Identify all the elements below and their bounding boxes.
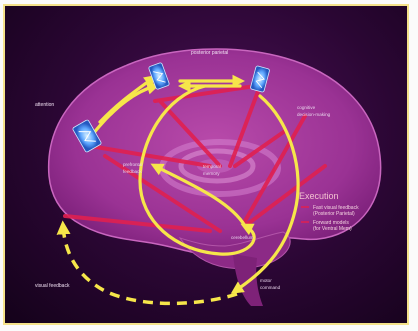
label-temporal-line1: temporal [203, 164, 221, 169]
label-prefrontal-line2: feedback [123, 169, 142, 174]
brain-diagram: attention posterior parietal cognitive d… [5, 6, 409, 325]
legend-item1-line2: (Posterior Parietal) [313, 211, 355, 217]
label-attention: attention [35, 102, 54, 108]
label-visual-feedback: visual feedback [35, 283, 70, 289]
legend-title: Execution [299, 191, 339, 201]
label-cognitive-line2: decision-making [297, 112, 331, 117]
label-posterior-parietal: posterior parietal [191, 50, 228, 56]
label-prefrontal-line1: prefrontal [123, 162, 142, 167]
label-motor-line2: command [260, 285, 281, 290]
label-motor-line1: motor [260, 278, 272, 283]
label-temporal-line2: memory [203, 171, 220, 176]
legend-item2-line2: (for Ventral Mem) [313, 226, 352, 232]
label-cognitive-line1: cognitive [297, 105, 316, 110]
label-cerebellum: cerebellum [231, 235, 254, 240]
diagram-frame: attention posterior parietal cognitive d… [3, 4, 409, 325]
